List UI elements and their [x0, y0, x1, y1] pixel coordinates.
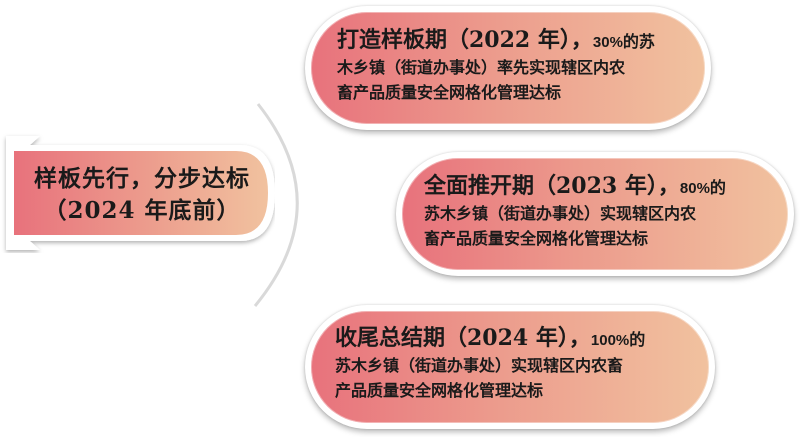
stage-2-line2: 苏木乡镇（街道办事处）实现辖区内农	[424, 204, 697, 223]
stage-1-line1-rest: 的苏	[622, 32, 655, 51]
stage-2-line1-rest: 的	[709, 178, 726, 197]
summary-arrow	[0, 133, 275, 253]
stage-3-line2: 苏木乡镇（街道办事处）实现辖区内农畜	[335, 356, 624, 375]
stage-2-line3: 畜产品质量安全网格化管理达标	[424, 229, 649, 248]
stage-3-line3: 产品质量安全网格化管理达标	[335, 381, 544, 400]
stage-2-title: 全面推开期（2023 年），	[424, 173, 680, 199]
stage-1-title: 打造样板期（2022 年），	[337, 27, 593, 53]
stage-2-card	[396, 152, 794, 276]
stage-3-percent: 100%	[590, 332, 630, 349]
stage-1-card	[305, 6, 711, 130]
summary-label: 样板先行，分步达标 （2024 年底前）	[16, 150, 268, 240]
stage-1-percent: 30%	[592, 34, 623, 51]
stage-3-line1-rest: 的	[629, 330, 646, 349]
stage-3-card	[305, 305, 715, 429]
summary-line-1: 样板先行，分步达标	[34, 165, 250, 192]
stage-1-line3: 畜产品质量安全网格化管理达标	[337, 83, 562, 102]
stage-2-text: 全面推开期（2023 年），80%的 苏木乡镇（街道办事处）实现辖区内农 畜产品…	[424, 174, 790, 251]
summary-line-2: （2024 年底前）	[43, 197, 241, 224]
stage-3-text: 收尾总结期（2024 年），100%的 苏木乡镇（街道办事处）实现辖区内农畜 产…	[335, 326, 711, 403]
stage-1-text: 打造样板期（2022 年），30%的苏 木乡镇（街道办事处）率先实现辖区内农 畜…	[337, 28, 707, 105]
stage-3-title: 收尾总结期（2024 年），	[335, 325, 591, 351]
stage-2-percent: 80%	[679, 180, 710, 197]
stage-1-line2: 木乡镇（街道办事处）率先实现辖区内农	[337, 58, 626, 77]
